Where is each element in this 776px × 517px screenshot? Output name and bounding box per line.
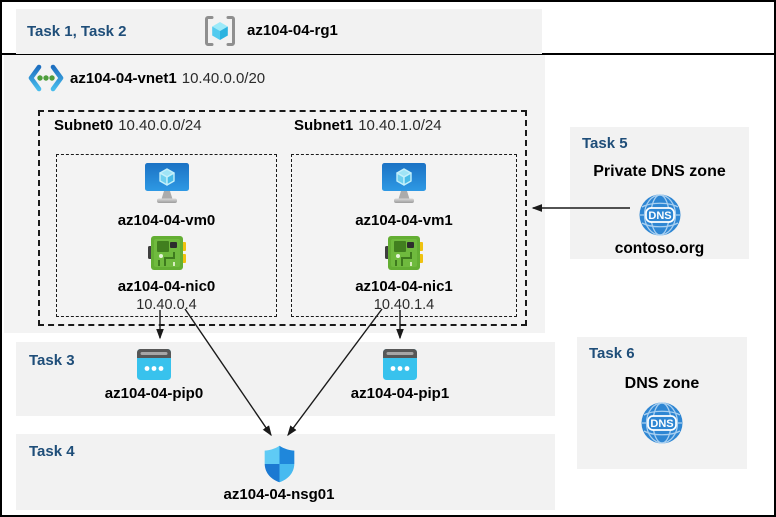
nic1-ip: 10.40.1.4: [373, 297, 435, 313]
nic1-name: az104-04-nic1: [355, 278, 453, 295]
public-ip-icon: [383, 349, 417, 380]
subnet0-vm-stack: az104-04-vm0 az104-04-nic0 1: [57, 155, 276, 316]
task6-label: Task 6: [589, 345, 635, 362]
vnet-name: az104-04-vnet1: [70, 70, 177, 87]
dns-icon-label: DNS: [650, 418, 673, 430]
task5-panel: Task 5 Private DNS zone DNS contoso.org: [570, 127, 749, 259]
dns-zone-title: DNS zone: [624, 375, 700, 392]
virtual-machine-icon: [382, 163, 426, 203]
vm0-name: az104-04-vm0: [117, 212, 216, 229]
network-interface-icon: [385, 236, 423, 270]
network-interface-icon: [147, 236, 186, 270]
private-dns-zone-name: contoso.org: [614, 240, 705, 257]
virtual-network-icon: [28, 64, 64, 92]
subnet1-cidr: 10.40.1.0/24: [358, 117, 442, 134]
pip1-group: az104-04-pip1: [335, 348, 465, 402]
pip1-name: az104-04-pip1: [350, 385, 450, 402]
task4-label: Task 4: [29, 443, 75, 460]
subnet1-box: az104-04-vm1 az104-04-nic1 1: [291, 154, 517, 317]
task4-panel: Task 4 az104-04-nsg01: [16, 434, 555, 510]
virtual-machine-icon: [144, 163, 189, 203]
private-dns-zone-title: Private DNS zone: [593, 163, 726, 180]
nic0-name: az104-04-nic0: [117, 278, 216, 295]
pip0-name: az104-04-pip0: [104, 385, 204, 402]
subnet0-box: az104-04-vm0 az104-04-nic0 1: [56, 154, 277, 317]
vnet-cidr: 10.40.0.0/20: [181, 70, 266, 87]
task1-2-label: Task 1, Task 2: [27, 23, 127, 40]
resource-group-name: az104-04-rg1: [247, 22, 338, 39]
nsg-name: az104-04-nsg01: [223, 486, 335, 503]
nic0-ip: 10.40.0.4: [136, 297, 197, 313]
subnet1-vm-stack: az104-04-vm1 az104-04-nic1 1: [292, 155, 516, 316]
nsg-group: az104-04-nsg01: [214, 445, 344, 503]
vm1-name: az104-04-vm1: [355, 212, 453, 229]
subnet0-cidr: 10.40.0.0/24: [118, 117, 202, 134]
header-band: Task 1, Task 2 az104-04-rg1: [16, 9, 542, 54]
task3-label: Task 3: [29, 352, 75, 369]
dns-zone-icon: DNS: [639, 194, 680, 236]
dns-zone-icon: DNS: [641, 402, 683, 444]
subnet1-name: Subnet1: [294, 117, 354, 134]
nsg-shield-icon: [264, 445, 294, 483]
task6-panel: Task 6 DNS zone DNS: [577, 337, 747, 469]
task3-panel: Task 3 az104-04-pip0 az104-04-pip1: [16, 342, 555, 416]
task5-label: Task 5: [582, 135, 628, 152]
header-divider-line: [2, 53, 774, 55]
subnet0-name: Subnet0: [54, 117, 114, 134]
resource-group-icon: [205, 16, 235, 46]
public-ip-icon: [137, 349, 171, 380]
pip0-group: az104-04-pip0: [89, 348, 219, 402]
dns-icon-label: DNS: [648, 210, 671, 222]
